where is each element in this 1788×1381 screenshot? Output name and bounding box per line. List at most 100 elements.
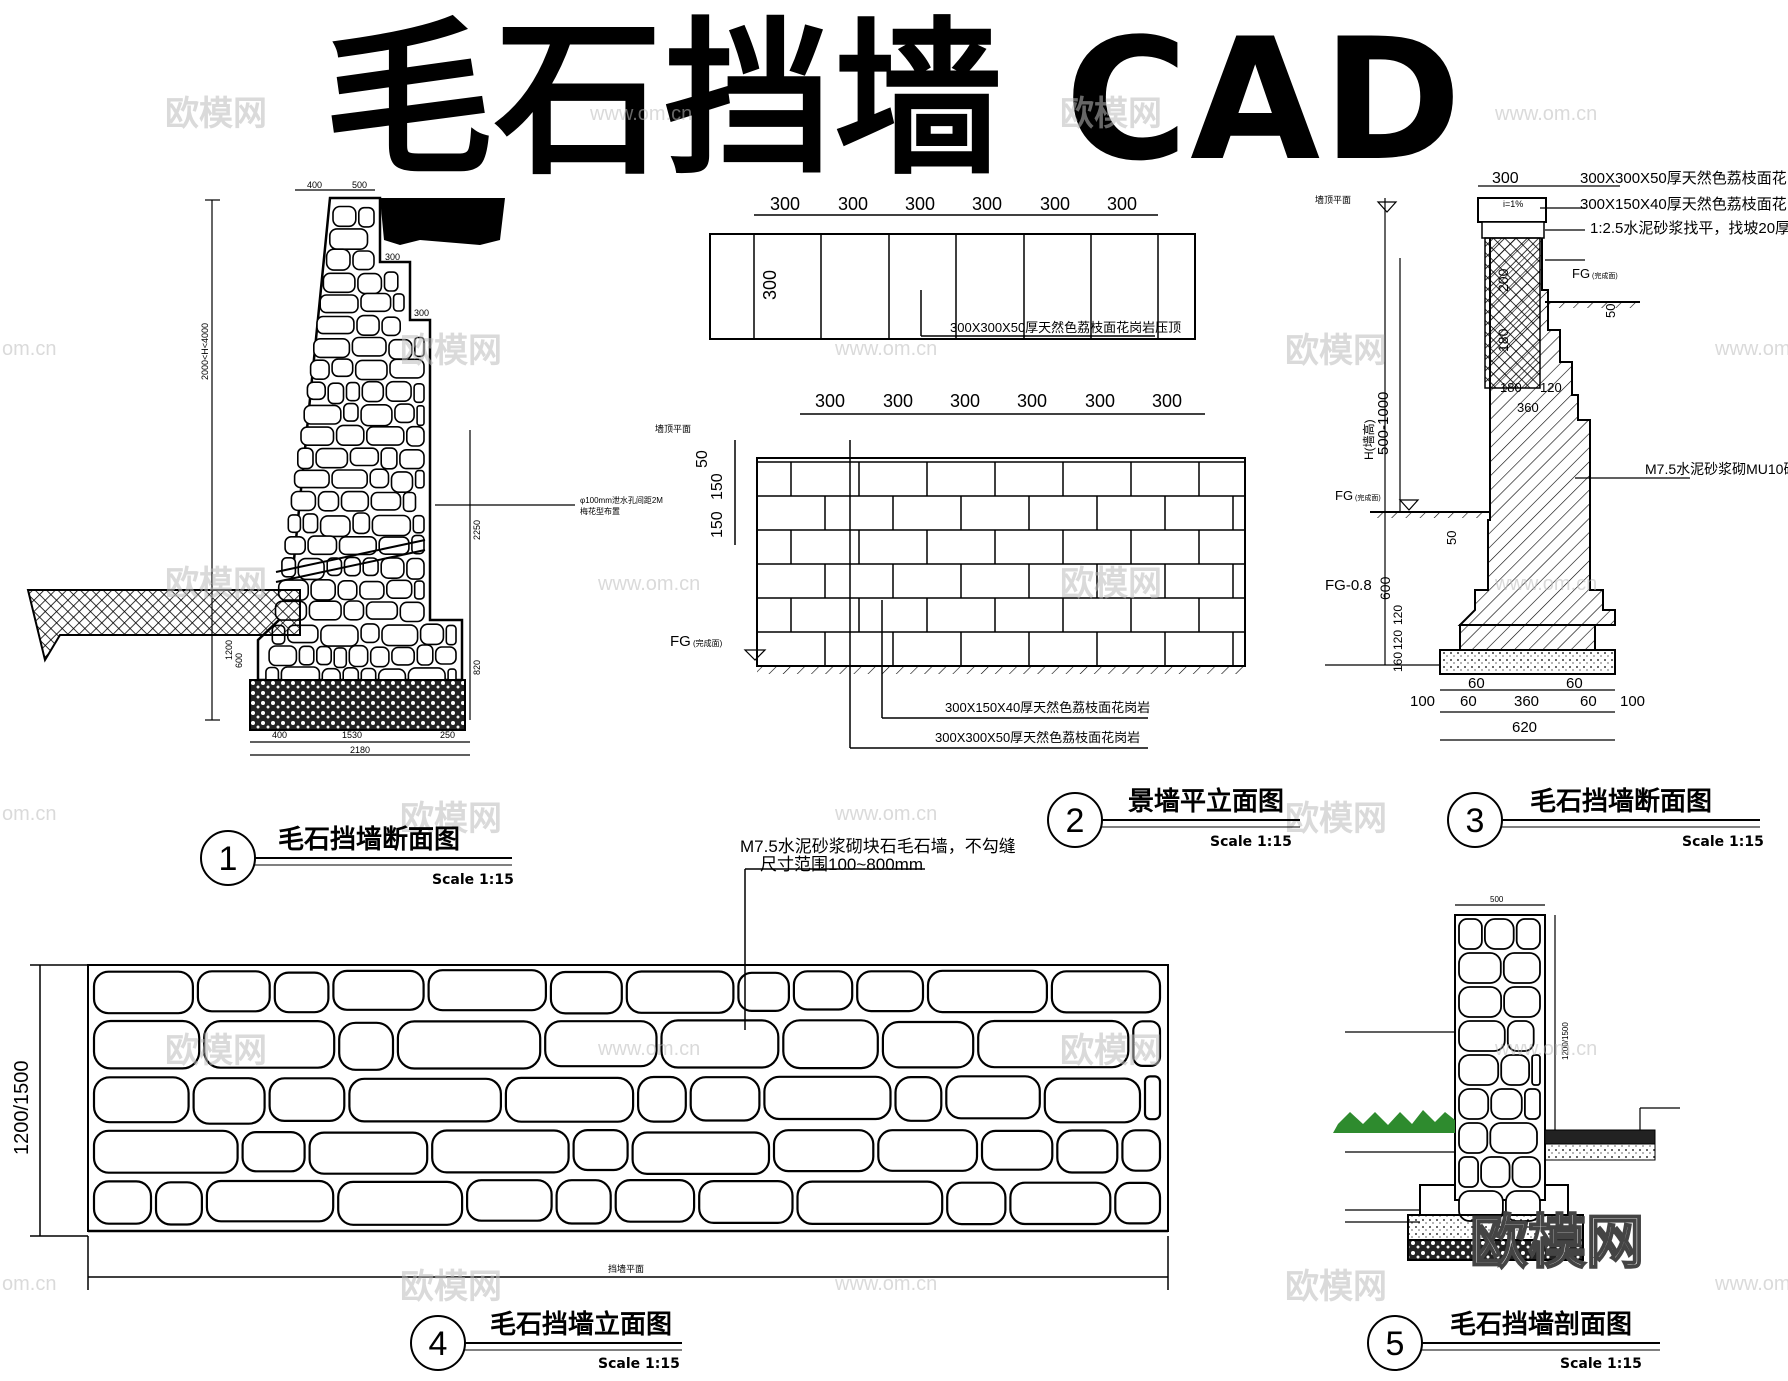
stone: [356, 314, 380, 337]
plan-dim-1: 300: [770, 194, 800, 214]
watermark-3: 欧模网: [1060, 94, 1162, 134]
stone: [380, 557, 405, 580]
watermark-10: 欧模网: [165, 564, 267, 604]
stone: [413, 382, 425, 404]
stone: [1043, 1077, 1142, 1124]
stone: [192, 1077, 266, 1125]
stone: [614, 1178, 696, 1223]
stone: [354, 359, 388, 381]
view-number: 1: [219, 840, 238, 878]
stone: [1480, 1156, 1511, 1188]
stone: [877, 1129, 979, 1172]
v3-dim-600: 600: [1377, 576, 1393, 600]
view-scale: Scale 1:15: [1560, 1356, 1642, 1372]
stone: [340, 490, 370, 512]
stone: [322, 272, 356, 294]
stone: [337, 1180, 464, 1226]
stone: [298, 645, 315, 666]
v3-top-dim: 300: [1492, 170, 1519, 187]
stone: [287, 514, 302, 534]
caption-2: 2 景墙平立面图 Scale 1:15: [1047, 786, 1300, 850]
stone: [1531, 1054, 1541, 1086]
v5-side-dim: 1200/1500: [1561, 1022, 1570, 1060]
plan-dim-6: 300: [1107, 194, 1137, 214]
plan-dim-5: 300: [1040, 194, 1070, 214]
caption-5: 5 毛石挡墙剖面图 Scale 1:15: [1367, 1309, 1660, 1372]
stone: [349, 447, 380, 467]
drain-pipe: [275, 539, 426, 573]
plan-dim-3: 300: [905, 194, 935, 214]
stone: [392, 293, 405, 312]
v5-footing: [1407, 1214, 1584, 1241]
view-number: 5: [1386, 1325, 1405, 1363]
v3-small-dim-3: 160: [1391, 652, 1405, 672]
stone: [413, 580, 425, 600]
stone: [1143, 1075, 1162, 1121]
stone: [1484, 918, 1515, 950]
v3-note3: 1:2.5水泥砂浆找平，找坡20厚: [1590, 219, 1788, 237]
view-scale: Scale 1:15: [1682, 834, 1764, 850]
watermark-4: www.om.cn: [1494, 103, 1597, 125]
stone: [315, 645, 332, 666]
watermark-20: 欧模网: [1060, 1031, 1162, 1071]
v3-bottom-60b: 60: [1580, 693, 1597, 710]
stone: [307, 535, 338, 556]
stone: [343, 600, 365, 621]
stone: [92, 1076, 190, 1124]
stone: [1458, 1122, 1489, 1154]
v3-dim-180a: 180: [1495, 328, 1511, 352]
stone: [1502, 952, 1541, 984]
ground-left: [26, 589, 301, 663]
v3-dim-360: 360: [1517, 400, 1539, 415]
stone: [345, 381, 361, 402]
elev-dim-2: 300: [883, 391, 913, 411]
stone: [1009, 1181, 1112, 1226]
watermark-22: om.cn: [2, 1273, 56, 1295]
stone: [316, 315, 355, 335]
stone: [369, 646, 390, 668]
view2-plan-elevation: 300 300 300 300 300 300 300 300X300X50厚天…: [655, 194, 1246, 749]
stone: [1489, 1122, 1538, 1154]
v3-row-dim-180: 180: [1500, 380, 1522, 395]
view-name: 毛石挡墙断面图: [278, 824, 460, 855]
stone: [416, 404, 425, 427]
stone: [371, 514, 412, 537]
v4-note2: 尺寸范围100~800mm: [760, 855, 923, 874]
plan-dim-4: 300: [972, 194, 1002, 214]
caption-3: 3 毛石挡墙断面图 Scale 1:15: [1447, 786, 1764, 850]
v3-dim-60a: 60: [1468, 675, 1485, 692]
watermarks: 欧模网 www.om.cn 欧模网 www.om.cn om.cn 欧模网 ww…: [2, 94, 1788, 1307]
v3-dim-620: 620: [1512, 719, 1537, 736]
watermark-11: www.om.cn: [597, 573, 700, 595]
plan-strip: [709, 233, 1196, 340]
v3-fg-top: FG: [1572, 266, 1590, 281]
watermark-9: www.om.cn: [1714, 338, 1788, 360]
stone: [154, 1181, 204, 1226]
stone: [92, 1019, 201, 1070]
stone: [625, 970, 735, 1014]
watermark-13: www.om.cn: [1494, 573, 1597, 595]
stone: [92, 1180, 153, 1225]
dim-top-500: 500: [352, 180, 367, 190]
stone: [1050, 970, 1162, 1014]
stone: [92, 970, 195, 1015]
stone: [1490, 1088, 1523, 1120]
stone: [273, 971, 330, 1014]
v3-fg-minus: FG-0.8: [1325, 577, 1372, 594]
stone: [325, 248, 351, 271]
stone: [389, 358, 425, 379]
view-name: 毛石挡墙立面图: [490, 1309, 672, 1340]
watermark-17: 欧模网: [1285, 799, 1387, 839]
watermark-7: www.om.cn: [834, 338, 937, 360]
stone: [555, 1179, 612, 1225]
stone: [380, 447, 398, 470]
stone: [412, 514, 425, 534]
caption-1: 1 毛石挡墙断面图 Scale 1:15: [200, 824, 514, 888]
note-drain: φ100mm泄水孔间距2M: [580, 495, 663, 505]
page-title: 毛石挡墙 CAD: [324, 2, 1464, 198]
stone: [290, 490, 317, 512]
stone: [203, 1019, 336, 1069]
view-name: 毛石挡墙剖面图: [1450, 1309, 1632, 1340]
stone: [406, 557, 425, 580]
stone: [319, 515, 351, 538]
